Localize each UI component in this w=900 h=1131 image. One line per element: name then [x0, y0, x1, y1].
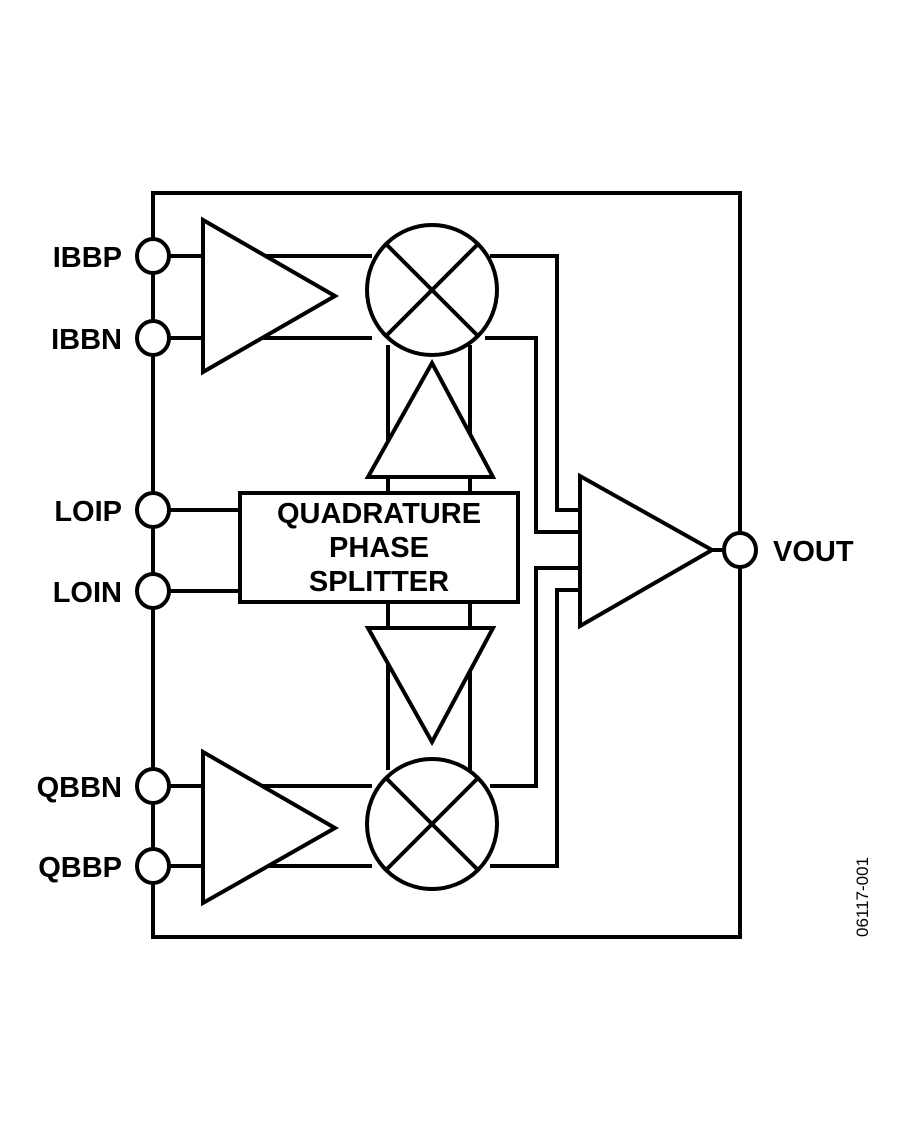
wires	[170, 254, 726, 868]
pin-qbbn	[135, 767, 171, 805]
pin-label-qbbn: QBBN	[37, 772, 122, 804]
pin-ibbp	[135, 237, 171, 275]
lo-q-buffer-amplifier	[364, 626, 497, 747]
pin-loip	[135, 491, 171, 529]
pin-label-vout: VOUT	[773, 536, 854, 568]
multiply-x-icon	[384, 776, 480, 872]
splitter-label-line1: QUADRATURE	[277, 498, 481, 530]
figure-id: 06117-001	[853, 857, 872, 937]
pin-loin	[135, 572, 171, 610]
wire-q-mixer-out-n	[490, 566, 580, 788]
splitter-label-line2: PHASE	[329, 532, 429, 564]
pin-qbbp	[135, 847, 171, 885]
pin-label-ibbn: IBBN	[51, 324, 122, 356]
multiply-x-icon	[384, 242, 480, 338]
quadrature-phase-splitter	[238, 491, 520, 604]
pin-label-qbbp: QBBP	[38, 852, 122, 884]
wire-i-mixer-out-p	[490, 254, 580, 512]
pin-vout	[722, 531, 758, 569]
pin-label-ibbp: IBBP	[53, 242, 122, 274]
pin-label-loip: LOIP	[54, 496, 122, 528]
pin-label-loin: LOIN	[53, 577, 122, 609]
i-mixer	[365, 223, 499, 357]
pin-ibbn	[135, 319, 171, 357]
splitter-label-line3: SPLITTER	[309, 566, 449, 598]
q-baseband-amplifier	[201, 748, 340, 907]
wire-q-mixer-out-p	[490, 588, 580, 868]
q-mixer	[365, 757, 499, 891]
output-summing-amplifier	[578, 472, 717, 630]
pins	[135, 237, 758, 885]
i-baseband-amplifier	[201, 216, 340, 376]
wire-i-mixer-out-n	[485, 336, 580, 534]
lo-i-buffer-amplifier	[364, 358, 497, 479]
